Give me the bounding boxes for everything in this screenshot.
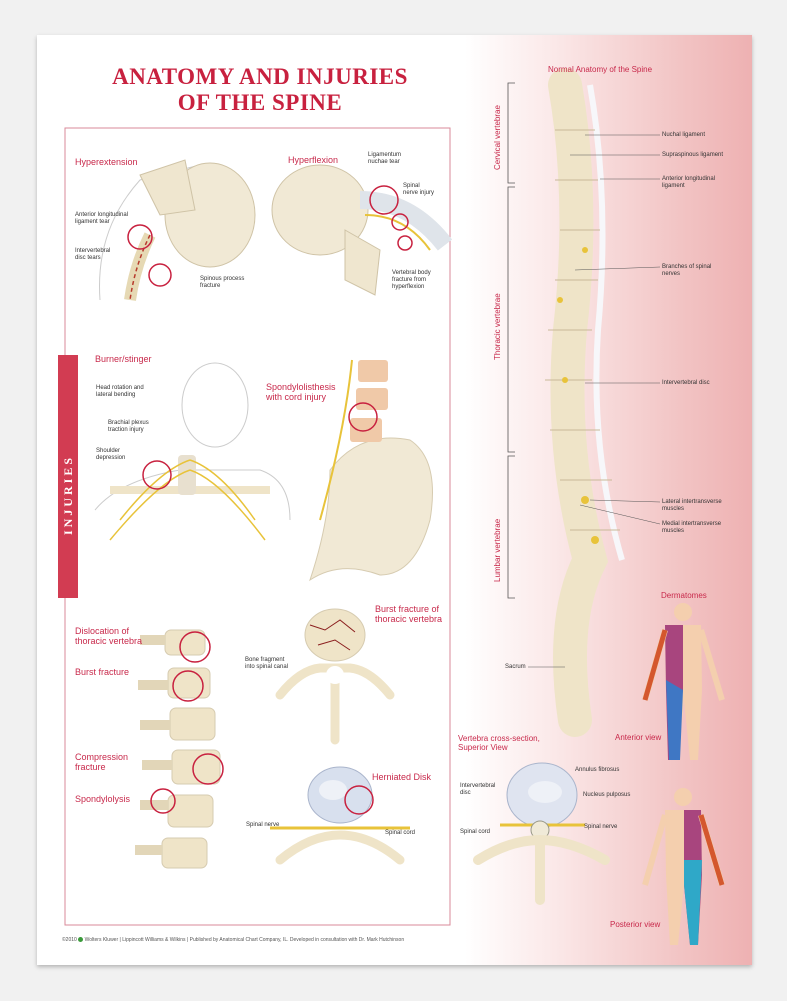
title-line-1: ANATOMY AND INJURIES	[112, 64, 408, 89]
label: Ligamentum nuchae tear	[368, 152, 402, 165]
label: Medial intertransverse muscles	[662, 521, 722, 534]
region-cervical: Cervical vertebrae	[493, 105, 502, 170]
region-thoracic: Thoracic vertebrae	[493, 293, 502, 360]
label: Spinous process fracture	[200, 276, 245, 289]
copyright: ©2010	[62, 937, 77, 943]
label: Supraspinous ligament	[662, 152, 724, 158]
label: Head rotation and lateral bending	[96, 385, 144, 398]
injury-circle	[192, 753, 224, 785]
posterior-view-label: Posterior view	[610, 920, 661, 929]
region-lumbar: Lumbar vertebrae	[493, 518, 502, 582]
label: Annulus fibrosus	[575, 767, 620, 773]
publisher-logo-icon	[78, 937, 84, 943]
label: Nucleus pulposus	[583, 792, 631, 798]
lumbar-spine-illustration	[135, 629, 224, 869]
herniated-disk-illustration	[270, 766, 410, 865]
spondylolisthesis-heading: Spondylolisthesis with cord injury	[266, 382, 336, 403]
poster-title: ANATOMY AND INJURIES OF THE SPINE	[60, 64, 460, 116]
label: Anterior longitudinal ligament tear	[75, 212, 129, 225]
herniated-disk-heading: Herniated Disk	[372, 772, 432, 782]
dermatome-anterior-figure	[642, 603, 725, 760]
publisher-logo-text: Wolters Kluwer	[84, 937, 119, 943]
label: Nuchal ligament	[662, 132, 706, 138]
imprint: Lippincott Williams & Wilkins	[122, 937, 186, 943]
burst-thoracic-heading: Burst fracture of thoracic vertebra	[375, 604, 443, 625]
label: Dislocation of thoracic vertebra	[75, 626, 143, 647]
injury-circle	[148, 263, 172, 287]
footer: ©2010 Wolters Kluwer | Lippincott Willia…	[62, 937, 405, 943]
injuries-side-tab: INJURIES	[58, 355, 78, 598]
dermatome-posterior-figure	[642, 788, 725, 945]
label: Spinal nerve injury	[403, 183, 435, 196]
anterior-view-label: Anterior view	[615, 733, 662, 742]
label: Shoulder depression	[96, 448, 126, 461]
label: Intervertebral disc	[460, 783, 496, 796]
credit: Published by Anatomical Chart Company, I…	[189, 937, 405, 943]
injury-circle	[348, 402, 378, 432]
cross-section-heading: Vertebra cross-section, Superior View	[458, 734, 540, 753]
label: Intervertebral disc	[662, 380, 710, 386]
hyperflexion-heading: Hyperflexion	[288, 155, 339, 165]
label: Spinal nerve	[246, 822, 280, 828]
label: Compression fracture	[75, 752, 129, 773]
spondylolisthesis-illustration	[309, 359, 433, 582]
label: Brachial plexus traction injury	[108, 420, 149, 433]
label: Spinal cord	[460, 829, 491, 835]
injury-circle	[369, 185, 399, 215]
label: Sacrum	[505, 664, 526, 670]
label: Branches of spinal nerves	[662, 264, 712, 277]
injury-circle	[391, 213, 409, 231]
injuries-tab-label: INJURIES	[61, 454, 75, 535]
injury-circle	[179, 631, 211, 663]
title-line-2: OF THE SPINE	[177, 90, 343, 115]
injury-circle	[127, 224, 153, 250]
injury-circle	[397, 235, 413, 251]
hyperflexion-illustration	[271, 164, 453, 296]
label: Bone fragment into spinal canal	[245, 657, 289, 670]
normal-anatomy-heading: Normal Anatomy of the Spine	[548, 65, 653, 74]
label: Vertebral body fracture from hyperflexio…	[392, 270, 431, 290]
label: Burst fracture	[75, 667, 130, 677]
injury-circle	[150, 788, 176, 814]
label: Spinal cord	[385, 830, 416, 836]
hyperextension-illustration	[99, 159, 256, 301]
label: Spondylolysis	[75, 794, 131, 804]
cross-section-illustration	[473, 762, 610, 905]
burner-heading: Burner/stinger	[95, 354, 152, 364]
burner-stinger-illustration	[94, 362, 291, 541]
hyperextension-heading: Hyperextension	[75, 157, 138, 167]
injury-circle	[172, 670, 204, 702]
injury-circle	[142, 460, 172, 490]
dermatomes-heading: Dermatomes	[661, 591, 707, 600]
normal-spine-illustration	[507, 68, 661, 737]
label: Intervertebral disc tears	[75, 248, 111, 261]
label: Spinal nerve	[584, 824, 618, 830]
label: Lateral intertransverse muscles	[662, 499, 722, 512]
injury-circle	[344, 785, 374, 815]
burst-fracture-vertebra-illustration	[275, 608, 395, 745]
label: Anterior longitudinal ligament	[662, 176, 716, 189]
